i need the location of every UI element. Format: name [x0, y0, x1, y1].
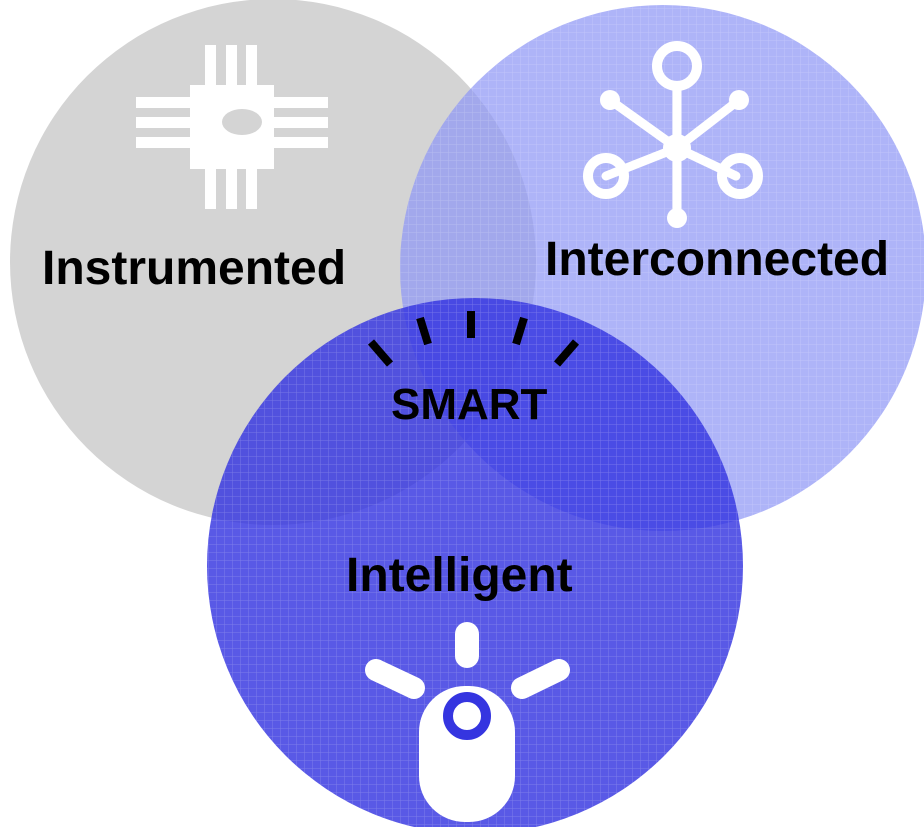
- label-instrumented: Instrumented: [42, 242, 346, 295]
- chip-icon: [136, 45, 328, 209]
- network-hub-icon: [583, 41, 763, 228]
- circle-intelligent: [207, 298, 743, 827]
- radiating-rays-icon: [367, 311, 580, 367]
- label-intelligent: Intelligent: [346, 549, 573, 602]
- label-interconnected: Interconnected: [545, 233, 889, 286]
- label-smart: SMART: [391, 380, 548, 429]
- lightbulb-icon: [365, 622, 570, 822]
